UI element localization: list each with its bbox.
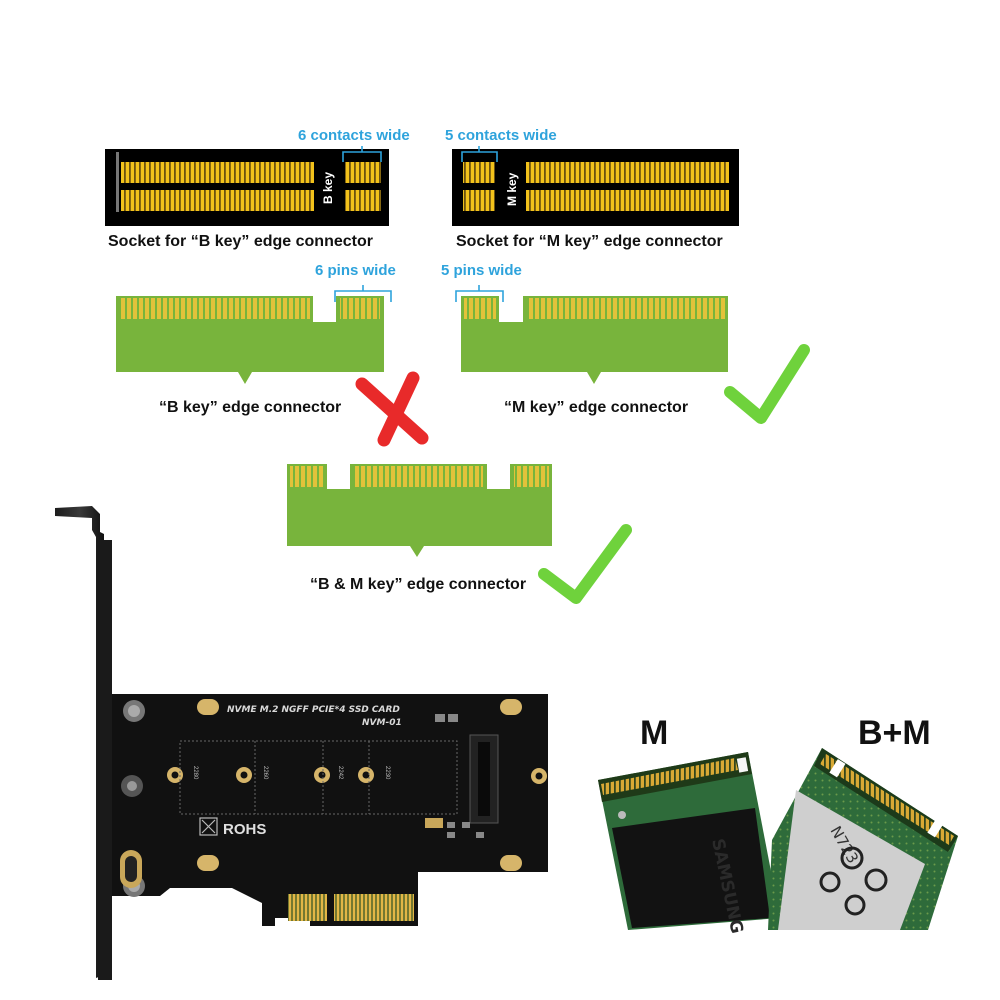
m-key-socket [452,149,739,226]
m-socket-caption: Socket for “M key” edge connector [456,233,723,250]
adapter-pcb [112,694,548,926]
rohs-label: ROHS [223,821,267,838]
check-mark-icon [538,524,632,604]
b-key-edge-connector [116,296,384,384]
b-pins-bracket [334,285,392,302]
b-socket-width-label: 6 contacts wide [298,127,410,144]
m-connector-caption: “M key” edge connector [504,399,689,416]
m-socket-width-label: 5 contacts wide [445,127,557,144]
m-pins-bracket [455,285,504,302]
m-pins-label: 5 pins wide [441,262,522,279]
adapter-model: NVM-01 [362,718,402,728]
bm-key-ssd: N723 [768,748,958,930]
cross-mark-icon [355,371,429,447]
pcie-bracket [55,506,112,980]
bm-key-edge-connector [287,464,552,557]
bm-ssd-label: B+M [858,714,931,752]
size-mark: 2242 [337,766,343,780]
m-key-edge-connector [461,296,728,384]
size-mark: 2230 [384,766,390,780]
b-pins-label: 6 pins wide [315,262,396,279]
adapter-title: NVME M.2 NGFF PCIE*4 SSD CARD [227,705,400,715]
b-socket-key-label: B key [321,171,335,204]
b-connector-caption: “B key” edge connector [159,399,342,416]
check-mark-icon [724,344,810,424]
m-ssd-label: M [640,714,669,752]
m-socket-key-label: M key [505,172,519,206]
size-mark: 2280 [192,766,198,780]
m-socket-width-bracket [461,146,498,162]
size-mark: 2260 [262,766,268,780]
b-socket-width-bracket [342,146,382,162]
b-socket-caption: Socket for “B key” edge connector [108,233,373,250]
b-key-socket [105,149,389,226]
m-key-ssd: SAMSUNG [598,752,780,935]
bm-connector-caption: “B & M key” edge connector [310,576,527,593]
